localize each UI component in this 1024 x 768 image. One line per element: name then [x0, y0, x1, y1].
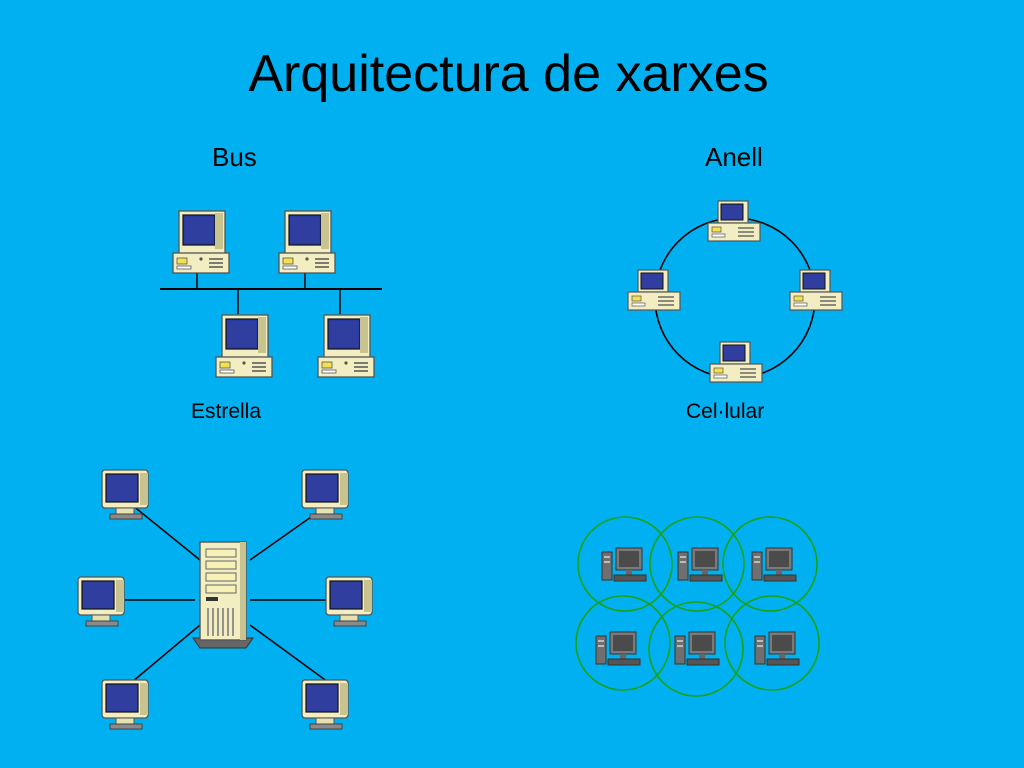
star-link [131, 504, 201, 561]
crt-monitor-icon [301, 469, 349, 520]
bus-topology-diagram [160, 210, 382, 378]
slide-title: Arquitectura de xarxes [248, 45, 769, 103]
workstation-icon [601, 547, 647, 582]
server-tower-icon [192, 541, 254, 649]
workstation-icon [751, 547, 797, 582]
star-topology-diagram [77, 469, 373, 730]
desktop-computer-icon [627, 269, 681, 311]
cellular-topology-diagram [575, 516, 820, 697]
crt-monitor-icon [101, 679, 149, 730]
anell-label: Anell [705, 142, 763, 172]
star-link [249, 624, 329, 683]
cell-circle [648, 601, 744, 697]
cell-circle [649, 516, 745, 612]
ring-topology-diagram [627, 200, 843, 383]
desktop-computer-icon [709, 341, 763, 383]
bus-label: Bus [212, 142, 257, 172]
workstation-icon [595, 631, 641, 666]
cell-circle [575, 595, 671, 691]
star-link [131, 624, 201, 683]
crt-monitor-icon [325, 576, 373, 627]
desktop-computer-icon [172, 210, 230, 274]
crt-monitor-icon [301, 679, 349, 730]
cellular-label: Cel·lular [686, 400, 765, 423]
desktop-computer-icon [278, 210, 336, 274]
workstation-icon [677, 547, 723, 582]
workstation-icon [674, 631, 720, 666]
cell-circle [577, 516, 673, 612]
estrella-label: Estrella [191, 400, 262, 423]
desktop-computer-icon [789, 269, 843, 311]
desktop-computer-icon [215, 314, 273, 378]
crt-monitor-icon [77, 576, 125, 627]
desktop-computer-icon [317, 314, 375, 378]
cell-circle [724, 595, 820, 691]
workstation-icon [754, 631, 800, 666]
cell-circle [722, 516, 818, 612]
